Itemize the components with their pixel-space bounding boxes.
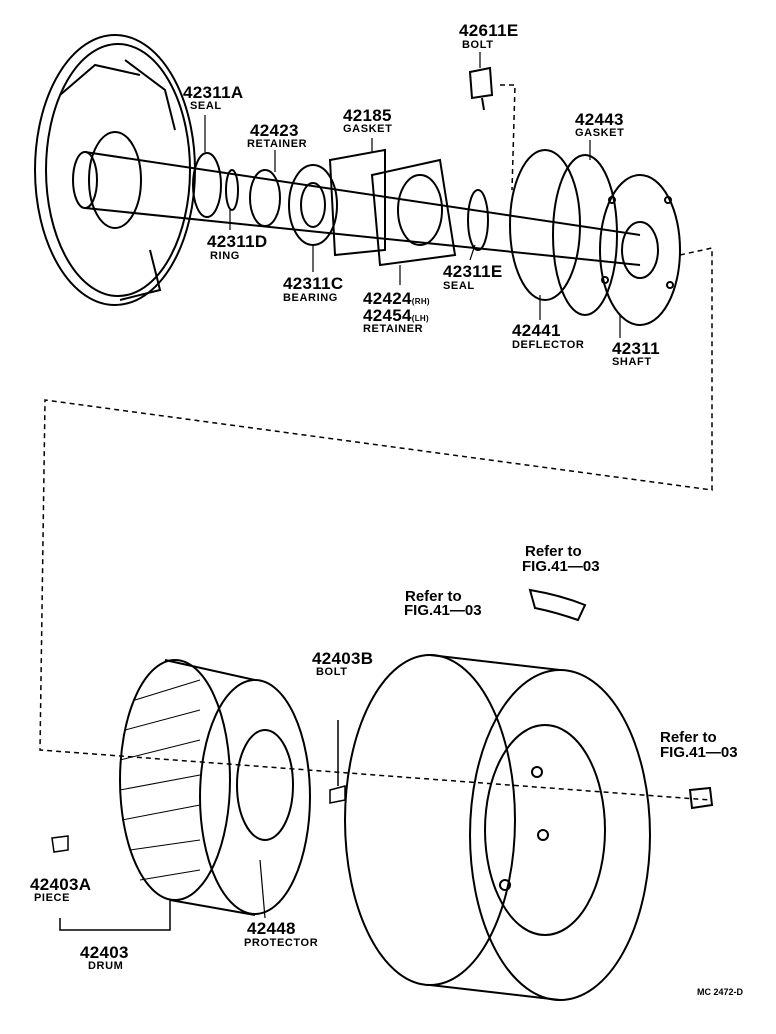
part-name-bearing: BEARING [283,292,338,304]
side-rh: (RH) [411,297,430,306]
part-number-42443: 42443 [575,110,624,129]
weight-drawing [528,588,587,622]
part-name-retainer-2: RETAINER [363,323,424,335]
reference-note-1-line2: FIG.41—03 [522,558,600,575]
part-name-bolt-2: BOLT [316,666,348,678]
seal-42311E-drawing [467,189,489,251]
part-name-retainer: RETAINER [247,138,308,150]
part-number-42611E: 42611E [459,21,519,40]
part-number-42424-value: 42424 [363,289,412,308]
part-name-piece: PIECE [34,892,71,904]
part-number-42423: 42423 [250,121,299,140]
part-number-42311C: 42311C [283,274,344,293]
gasket-42443-drawing [552,154,618,316]
part-number-42454-value: 42454 [363,306,412,325]
part-name-gasket: GASKET [343,123,393,135]
part-number-42311: 42311 [612,339,660,358]
part-number-42311E: 42311E [443,262,503,281]
part-name-bolt: BOLT [462,39,494,51]
reference-note-1-line1: Refer to [525,543,582,560]
retainer-housing-drawing [370,158,457,267]
part-number-42454: 42454(LH) [363,307,429,324]
part-name-gasket-2: GASKET [575,127,625,139]
side-lh: (LH) [411,314,429,323]
deflector-drawing [509,149,581,301]
part-number-42424: 42424(RH) [363,290,430,307]
wheel-nut-drawing [688,786,714,810]
part-name-seal: SEAL [190,100,222,112]
part-number-42311A: 42311A [183,83,244,102]
reference-note-2-line2: FIG.41—03 [404,602,482,619]
reference-note-2-line1: Refer to [405,588,462,605]
reference-note-3-line2: FIG.41—03 [660,744,738,761]
part-number-42403: 42403 [80,943,129,962]
piece-42403A-drawing [51,835,69,853]
part-number-42448: 42448 [247,919,296,938]
part-name-shaft: SHAFT [612,356,652,368]
diagram-code: MC 2472-D [697,987,744,997]
part-number-42185: 42185 [343,106,392,125]
part-name-deflector: DEFLECTOR [512,339,585,351]
part-number-42403B: 42403B [312,649,374,668]
part-number-42311D: 42311D [207,232,268,251]
part-name-protector: PROTECTOR [244,937,319,949]
reference-note-3-line1: Refer to [660,729,717,746]
bolt-42403B-drawing [329,720,346,804]
part-number-42403A: 42403A [30,875,92,894]
seal-drawing [192,152,222,218]
part-name-ring: RING [210,250,240,262]
part-number-42441: 42441 [512,321,561,340]
retainer-drawing [249,169,281,227]
bolt-42611E-drawing [468,66,494,111]
backing-plate-drawing [34,34,196,306]
gasket-drawing [328,148,386,257]
part-name-seal-2: SEAL [443,280,475,292]
shaft-drawing [72,151,681,326]
bearing-drawing [288,164,338,246]
wheel-drawing [344,654,651,1001]
ring-drawing [225,169,239,211]
brake-drum-drawing [119,659,311,916]
part-name-drum: DRUM [88,960,124,972]
